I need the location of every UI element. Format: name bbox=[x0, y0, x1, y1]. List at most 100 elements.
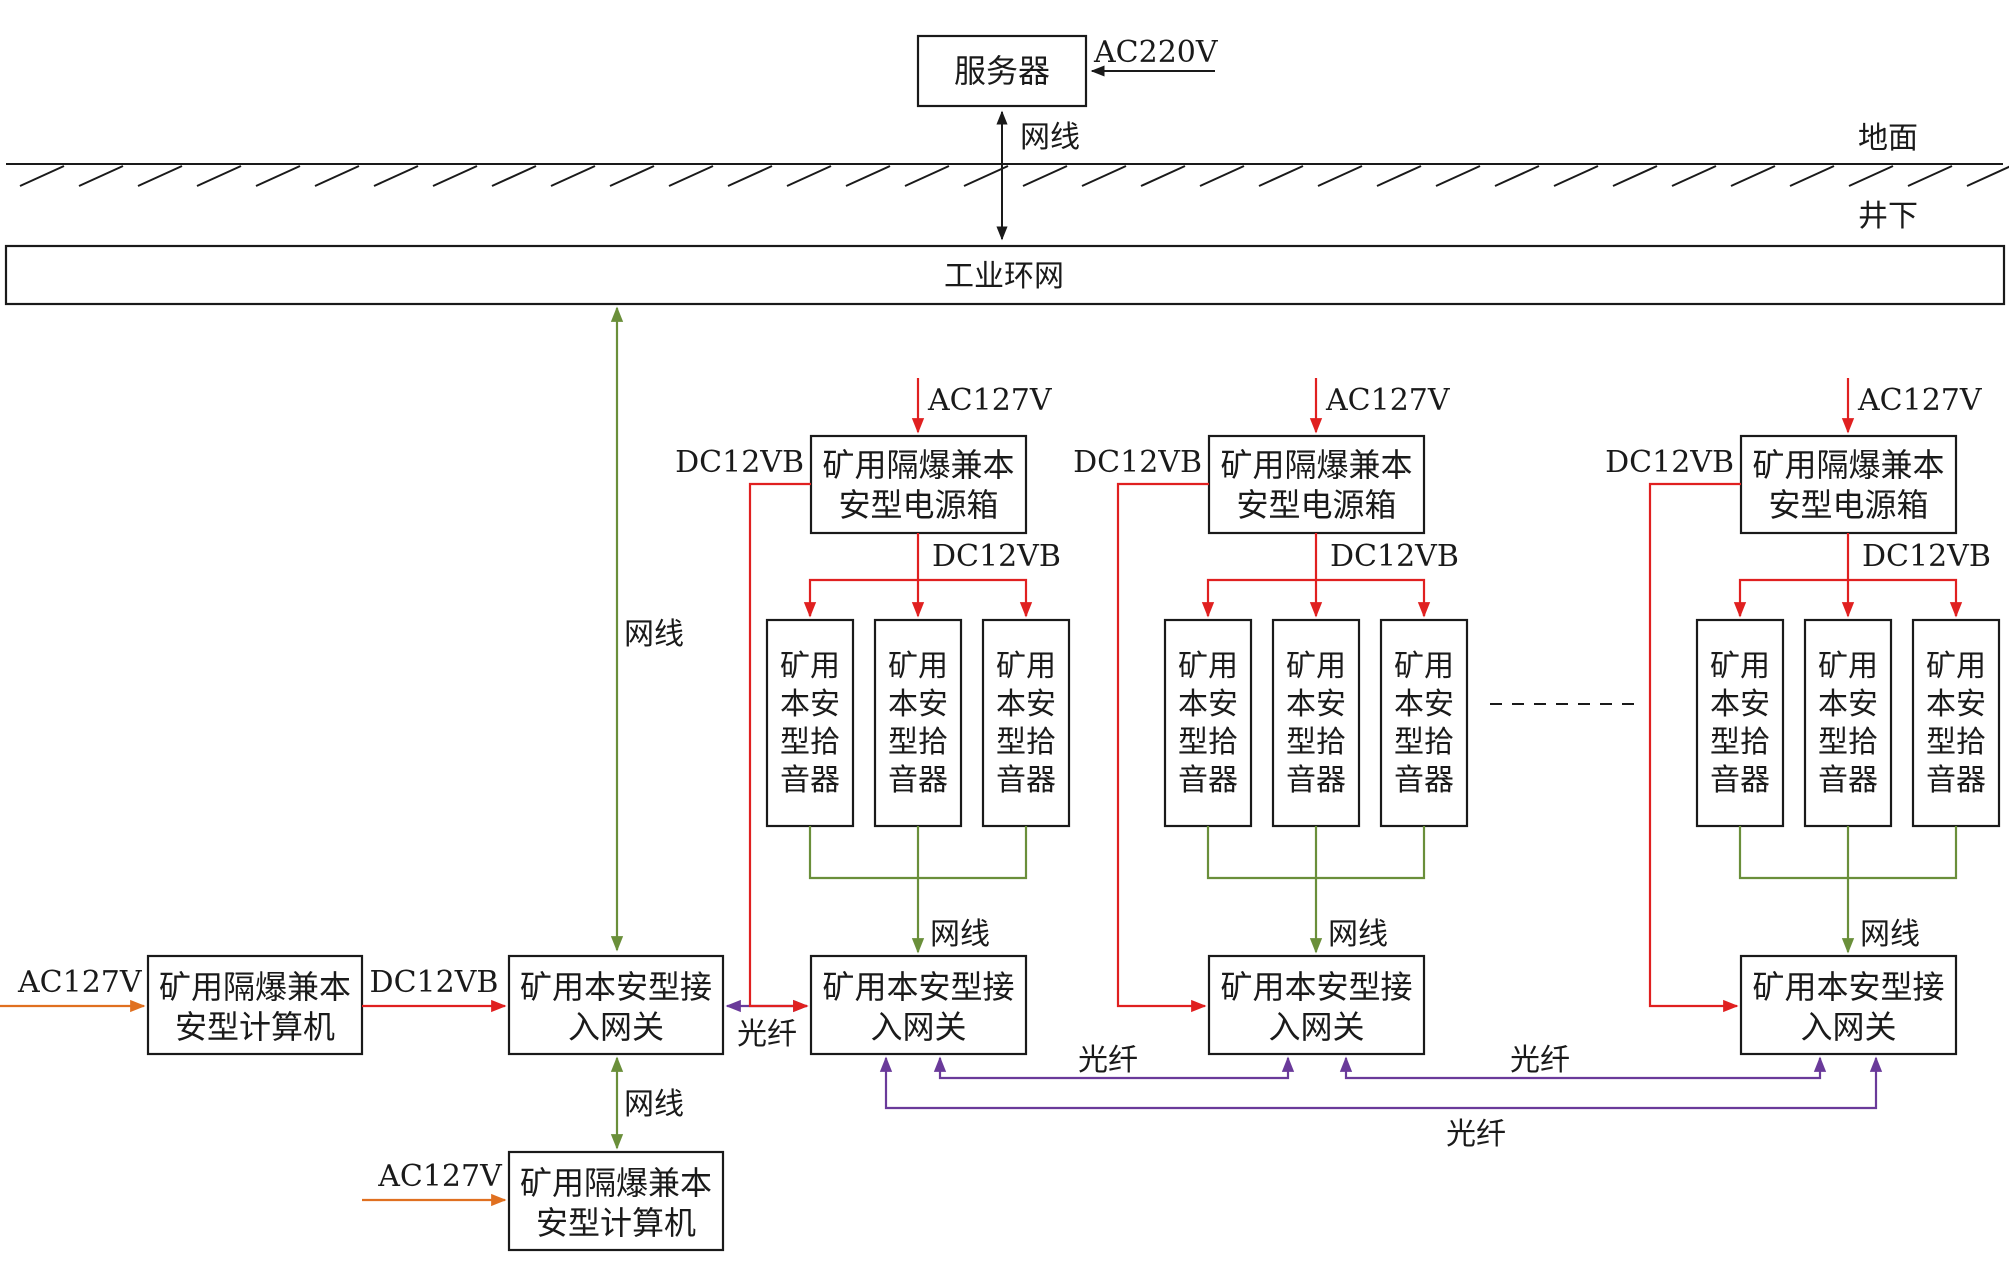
ground-hatch-mark bbox=[314, 165, 360, 187]
ground-hatch-mark bbox=[1789, 165, 1835, 187]
group1-pickup-2-text3: 型拾 bbox=[888, 725, 948, 760]
group1-dc-left-label: DC12VB bbox=[675, 445, 804, 480]
ground-hatch-mark bbox=[432, 165, 478, 187]
group2-dc-to-gateway bbox=[1116, 482, 1209, 1013]
ground-hatch-mark bbox=[78, 165, 124, 187]
ground-hatch-mark bbox=[1258, 165, 1304, 187]
group2-psu-label-line1: 矿用隔爆兼本 bbox=[1220, 446, 1412, 484]
ground-hatch-mark bbox=[1907, 165, 1953, 187]
group1-pickup-3-text2: 本安 bbox=[996, 687, 1056, 722]
fiber-2-3-label: 光纤 bbox=[1510, 1043, 1570, 1078]
ground-above-label: 地面 bbox=[1858, 121, 1918, 156]
ground-hatch-mark bbox=[1671, 165, 1717, 187]
left-computer-label-line2: 安型计算机 bbox=[175, 1008, 335, 1046]
group3-dc-to-gateway bbox=[1648, 482, 1741, 1013]
group3-ac-label: AC127V bbox=[1857, 383, 1983, 418]
ground-hatch-mark bbox=[1199, 165, 1245, 187]
left-computer2-label-line1: 矿用隔爆兼本 bbox=[520, 1164, 712, 1202]
server-link-label: 网线 bbox=[1020, 120, 1080, 155]
group2-pickup-2-text3: 型拾 bbox=[1286, 725, 1346, 760]
server-power-label: AC220V bbox=[1093, 35, 1219, 70]
ground-hatch-mark bbox=[1848, 165, 1894, 187]
group2-gateway-label-line1: 矿用本安型接 bbox=[1220, 968, 1412, 1006]
ground-hatch-mark bbox=[137, 165, 183, 187]
ground-hatch-mark bbox=[1435, 165, 1481, 187]
left-down-link-label: 网线 bbox=[624, 1087, 684, 1122]
ground-hatch-mark bbox=[1140, 165, 1186, 187]
group3-pickup-3-text2: 本安 bbox=[1926, 687, 1986, 722]
ground-hatch-mark bbox=[1494, 165, 1540, 187]
ground-hatch-mark bbox=[727, 165, 773, 187]
group1-pickup-1 bbox=[765, 618, 855, 828]
group3-link-label: 网线 bbox=[1860, 917, 1920, 952]
left-dc-label: DC12VB bbox=[370, 965, 499, 1000]
ground-hatch-mark bbox=[373, 165, 419, 187]
group2-pickup-3-text1: 矿用 bbox=[1394, 649, 1454, 684]
group2-pickup-2-text4: 音器 bbox=[1286, 763, 1346, 798]
group2-pickup-3 bbox=[1379, 618, 1469, 828]
group2-dc-branch-label: DC12VB bbox=[1330, 539, 1459, 574]
group2-pickup-1-text3: 型拾 bbox=[1178, 725, 1238, 760]
group2-pickup-3-text4: 音器 bbox=[1394, 763, 1454, 798]
left-computer-label-line1: 矿用隔爆兼本 bbox=[159, 968, 351, 1006]
group1-pickup-3-text4: 音器 bbox=[996, 763, 1056, 798]
group1-psu-label-line1: 矿用隔爆兼本 bbox=[822, 446, 1014, 484]
group3-pickup-1-text1: 矿用 bbox=[1710, 649, 1770, 684]
group1-pickup-3-text3: 型拾 bbox=[996, 725, 1056, 760]
group1-gateway-label-line2: 入网关 bbox=[870, 1008, 966, 1046]
left-computer2-box bbox=[507, 1150, 725, 1252]
ground-below-label: 井下 bbox=[1858, 199, 1918, 234]
ground-hatch-mark bbox=[255, 165, 301, 187]
group3-pickup-2-text3: 型拾 bbox=[1818, 725, 1878, 760]
left-gateway-label-line1: 矿用本安型接 bbox=[520, 968, 712, 1006]
group1-pickup-2-text4: 音器 bbox=[888, 763, 948, 798]
group3-pickup-1-text4: 音器 bbox=[1710, 763, 1770, 798]
group1-link-label: 网线 bbox=[930, 917, 990, 952]
group3-dc-left-label: DC12VB bbox=[1605, 445, 1734, 480]
group2-pickup-1-text4: 音器 bbox=[1178, 763, 1238, 798]
group2-link-label: 网线 bbox=[1328, 917, 1388, 952]
ground-hatch-mark bbox=[668, 165, 714, 187]
group1-pickup-2-text1: 矿用 bbox=[888, 649, 948, 684]
group2-dc-bus bbox=[1206, 578, 1426, 616]
server-label: 服务器 bbox=[954, 52, 1050, 90]
group1-psu-box bbox=[809, 434, 1028, 535]
group1-dc-bus bbox=[808, 578, 1028, 616]
group1-dc-to-gateway bbox=[748, 482, 811, 1013]
group3-pickup-2 bbox=[1803, 618, 1893, 828]
ground-hatch-mark bbox=[196, 165, 242, 187]
group1-pickup-1-text2: 本安 bbox=[780, 687, 840, 722]
left-computer-power-label: AC127V bbox=[17, 965, 143, 1000]
group2-ac-label: AC127V bbox=[1325, 383, 1451, 418]
ground-hatch-mark bbox=[1317, 165, 1363, 187]
group3-pickup-1-text3: 型拾 bbox=[1710, 725, 1770, 760]
group3-psu-box bbox=[1739, 434, 1958, 535]
group1-gateway-box bbox=[809, 954, 1028, 1056]
ground-hatch-mark bbox=[1553, 165, 1599, 187]
left-gateway-box bbox=[507, 954, 725, 1056]
ground-hatch-mark bbox=[786, 165, 832, 187]
group3-pickup-1-text2: 本安 bbox=[1710, 687, 1770, 722]
group1-pickup-3-text1: 矿用 bbox=[996, 649, 1056, 684]
left-computer2-power-label: AC127V bbox=[377, 1159, 503, 1194]
group3-pickup-3-text4: 音器 bbox=[1926, 763, 1986, 798]
group3-pickup-3-text1: 矿用 bbox=[1926, 649, 1986, 684]
group2-gateway-label-line2: 入网关 bbox=[1268, 1008, 1364, 1046]
group3-pickup-3 bbox=[1911, 618, 2001, 828]
group1-pickup-1-text3: 型拾 bbox=[780, 725, 840, 760]
group1-pickup-3 bbox=[981, 618, 1071, 828]
group3-pickup-3-text3: 型拾 bbox=[1926, 725, 1986, 760]
server-box bbox=[916, 34, 1088, 108]
group2-pickup-2-text2: 本安 bbox=[1286, 687, 1346, 722]
group3-dc-branch-label: DC12VB bbox=[1862, 539, 1991, 574]
fiber-1-3-label: 光纤 bbox=[1446, 1117, 1506, 1152]
group2-pickup-2 bbox=[1271, 618, 1361, 828]
ground-hatch-mark bbox=[963, 165, 1009, 187]
group2-psu-box bbox=[1207, 434, 1426, 535]
ground-hatch-mark bbox=[550, 165, 596, 187]
ground-hatch-mark bbox=[1966, 165, 2009, 187]
group3-dc-bus bbox=[1738, 578, 1958, 616]
group3-pickup-2-text2: 本安 bbox=[1818, 687, 1878, 722]
group1-pickup-1-text4: 音器 bbox=[780, 763, 840, 798]
